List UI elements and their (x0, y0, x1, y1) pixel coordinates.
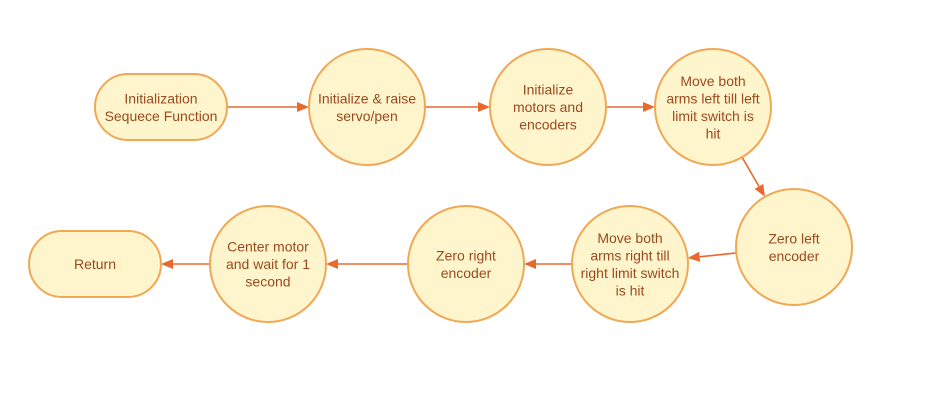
edge-move-left-to-zero-left (741, 156, 765, 197)
arrowhead-icon (643, 102, 655, 112)
node-label-line: Initialization (124, 90, 197, 106)
node-label-line: encoders (519, 117, 577, 133)
edge-line (699, 252, 737, 258)
node-circle (308, 48, 426, 166)
arrowhead-icon (161, 259, 173, 269)
node-zero-right: Zero right encoder (407, 205, 525, 323)
node-return: Return (28, 230, 162, 298)
node-label-line: Sequece Function (105, 108, 218, 124)
node-label-line: arms right till (590, 247, 669, 263)
edge-zero-left-to-move-right (687, 251, 737, 262)
node-label-line: Return (74, 256, 116, 272)
node-label-line: Zero left (768, 230, 819, 246)
node-label-line: hit (706, 125, 721, 141)
edge-servo-to-motors (425, 102, 490, 112)
node-circle (407, 205, 525, 323)
node-circle (489, 48, 607, 166)
edge-move-right-to-zero-right (524, 259, 572, 269)
node-label-line: second (245, 274, 290, 290)
node-circle (209, 205, 327, 323)
node-label-line: Initialize (523, 82, 574, 98)
arrowhead-icon (687, 251, 701, 262)
edges-layer (161, 102, 765, 269)
edge-init-seq-to-servo (227, 102, 309, 112)
edge-motors-to-move-left (606, 102, 655, 112)
edge-zero-right-to-center (326, 259, 408, 269)
node-rounded-rect (28, 230, 162, 298)
arrowhead-icon (478, 102, 490, 112)
node-label-line: encoder (769, 248, 820, 264)
node-circle (735, 188, 853, 306)
arrowhead-icon (754, 183, 765, 197)
arrowhead-icon (326, 259, 338, 269)
node-circle (571, 205, 689, 323)
node-label-line: servo/pen (336, 108, 397, 124)
node-label-line: motors and (513, 99, 583, 115)
node-label-line: Center motor (227, 239, 309, 255)
arrowhead-icon (524, 259, 536, 269)
node-label-line: encoder (441, 265, 492, 281)
edge-line (741, 156, 760, 187)
node-label-line: is hit (616, 282, 645, 298)
node-label-line: Zero right (436, 247, 496, 263)
node-label-line: limit switch is (672, 108, 754, 124)
node-label-line: right limit switch (581, 265, 680, 281)
node-servo: Initialize & raise servo/pen (308, 48, 426, 166)
node-zero-left: Zero left encoder (735, 188, 853, 306)
node-circle (654, 48, 772, 166)
node-label-line: arms left till left (666, 90, 759, 106)
edge-center-to-return (161, 259, 210, 269)
arrowhead-icon (297, 102, 309, 112)
node-label-line: and wait for 1 (226, 256, 310, 272)
node-label-line: Move both (597, 230, 662, 246)
node-label-line: Move both (680, 73, 745, 89)
node-rounded-rect (94, 73, 228, 141)
node-label-line: Initialize & raise (318, 90, 416, 106)
